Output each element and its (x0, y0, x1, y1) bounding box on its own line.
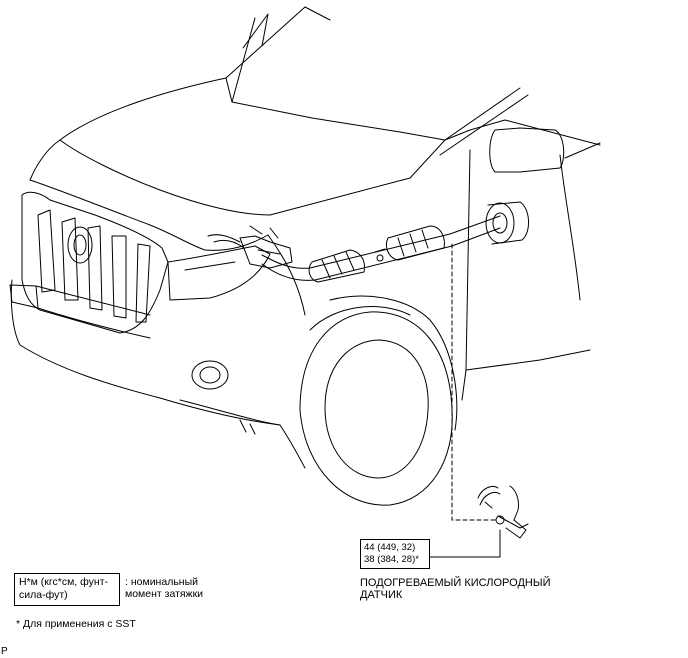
legend-desc-line2: момент затяжки (125, 588, 204, 600)
catalytic-converter-front (308, 249, 365, 283)
headlamp (167, 245, 271, 301)
exhaust-manifold (207, 225, 293, 269)
front-bumper (9, 279, 281, 435)
oxygen-sensor-detail (477, 485, 529, 539)
part-label-line2: ДАТЧИК (360, 589, 403, 601)
torque-spec-box: 44 (449, 32) 38 (384, 28)* (360, 539, 430, 569)
part-label-line1: ПОДОГРЕВАЕМЫЙ КИСЛОРОДНЫЙ (360, 577, 551, 589)
catalytic-converter-rear (374, 225, 445, 262)
windshield-outline (225, 6, 529, 156)
muffler-tailpipe (485, 201, 529, 245)
torque-leader-line (429, 529, 501, 558)
body-side (444, 119, 601, 401)
figure-code: P (1, 646, 8, 657)
legend-unit-box: Н*м (кгс*см, фунт- сила-фут) (14, 573, 120, 606)
leader-line (451, 243, 497, 521)
footnote: * Для применения с SST (16, 618, 136, 630)
legend-description: : номинальный момент затяжки (125, 576, 203, 600)
front-wheel (299, 311, 453, 506)
torque-value-standard: 44 (449, 32) (364, 542, 416, 553)
part-label: ПОДОГРЕВАЕМЫЙ КИСЛОРОДНЫЙ ДАТЧИК (360, 577, 550, 601)
torque-value-sst: 38 (384, 28)* (364, 554, 419, 565)
side-mirror (489, 127, 601, 173)
front-fender (267, 234, 458, 469)
exhaust-pipe (261, 215, 501, 281)
grille (21, 191, 169, 334)
legend-unit-line1: Н*м (кгс*см, фунт- (19, 576, 109, 588)
hood-outline (29, 77, 446, 251)
legend-desc-line1: : номинальный (125, 576, 199, 588)
legend-unit-line2: сила-фут) (19, 589, 68, 601)
